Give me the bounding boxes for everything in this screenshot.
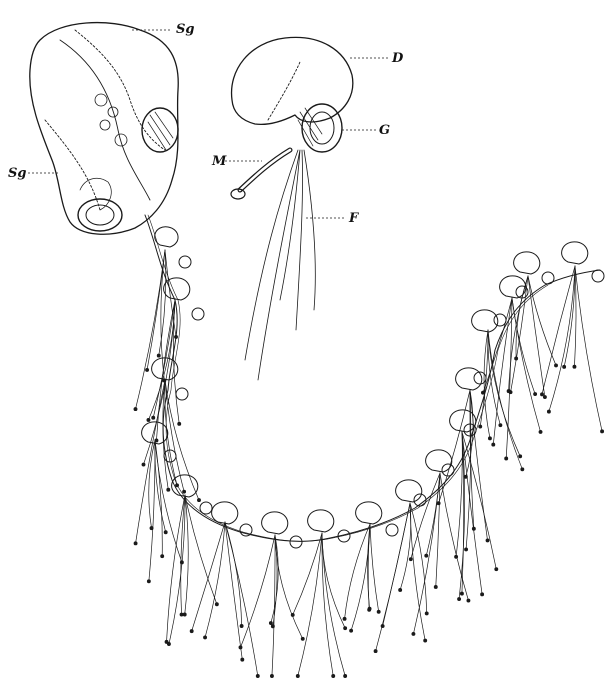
specimen-illustration: Sg Sg D G M F bbox=[0, 0, 609, 686]
leader-lines bbox=[0, 0, 609, 686]
